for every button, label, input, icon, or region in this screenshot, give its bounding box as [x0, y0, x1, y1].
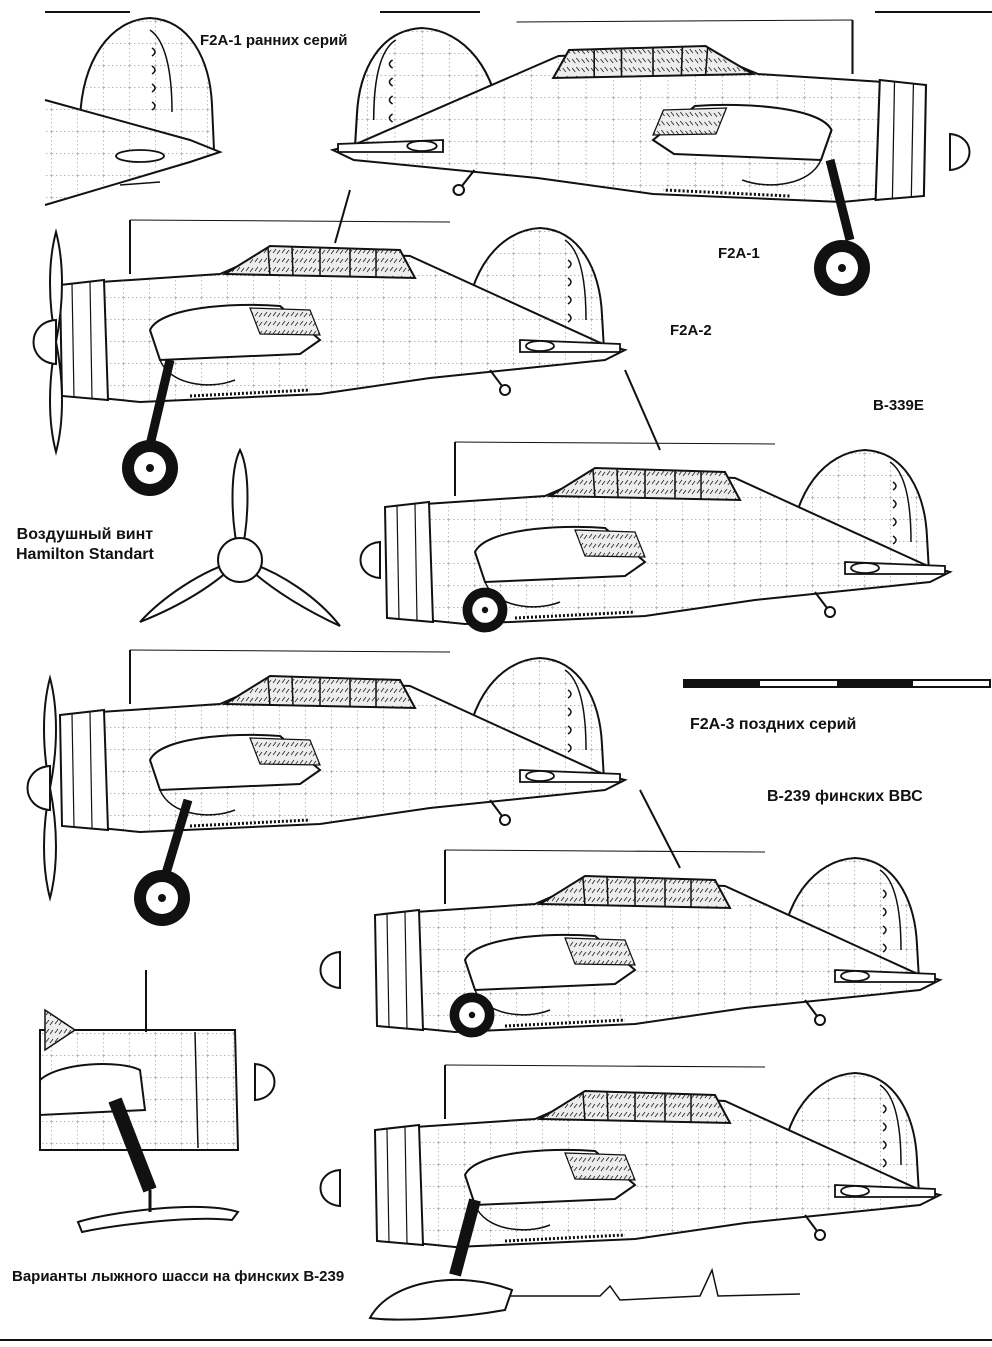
label-b339e: B-339E: [873, 397, 924, 414]
scale-bar: [683, 679, 991, 688]
f2a1-main-wheel: [814, 240, 870, 296]
f2a1-spinner: [949, 133, 971, 171]
label-ski-variants: Варианты лыжного шасси на финских B-239: [12, 1268, 345, 1285]
f2a2-main-wheel: [122, 440, 178, 496]
b339e-main-wheel: [462, 587, 508, 633]
ski-variant-spinner: [319, 1169, 341, 1207]
label-f2a1: F2A-1: [718, 245, 760, 262]
f2a3-propeller: [26, 677, 57, 899]
b239-main-wheel: [449, 992, 495, 1038]
drawing-f2a1-early-tail: [44, 16, 223, 206]
label-f2a2: F2A-2: [670, 322, 712, 339]
drawing-ski-variant-partial: [39, 970, 276, 1234]
drawing-ski-variant-full: [373, 1063, 942, 1249]
label-f2a3-late: F2A-3 поздних серий: [690, 716, 857, 733]
drawing-f2a3-late: [58, 648, 627, 834]
label-propeller: Воздушный винт Hamilton Standart: [16, 525, 154, 565]
label-b239-finnish: B-239 финских ВВС: [767, 788, 923, 805]
b339e-spinner: [359, 541, 381, 579]
f2a2-propeller: [32, 231, 63, 453]
label-f2a1-early: F2A-1 ранних серий: [200, 32, 348, 49]
hamilton-standard-propeller: [139, 447, 341, 627]
drawing-f2a2: [58, 218, 627, 404]
label-propeller-line1: Воздушный винт: [16, 526, 154, 543]
f2a3-main-wheel: [134, 870, 190, 926]
label-propeller-line2: Hamilton Standart: [16, 546, 154, 563]
b239-spinner: [319, 951, 341, 989]
